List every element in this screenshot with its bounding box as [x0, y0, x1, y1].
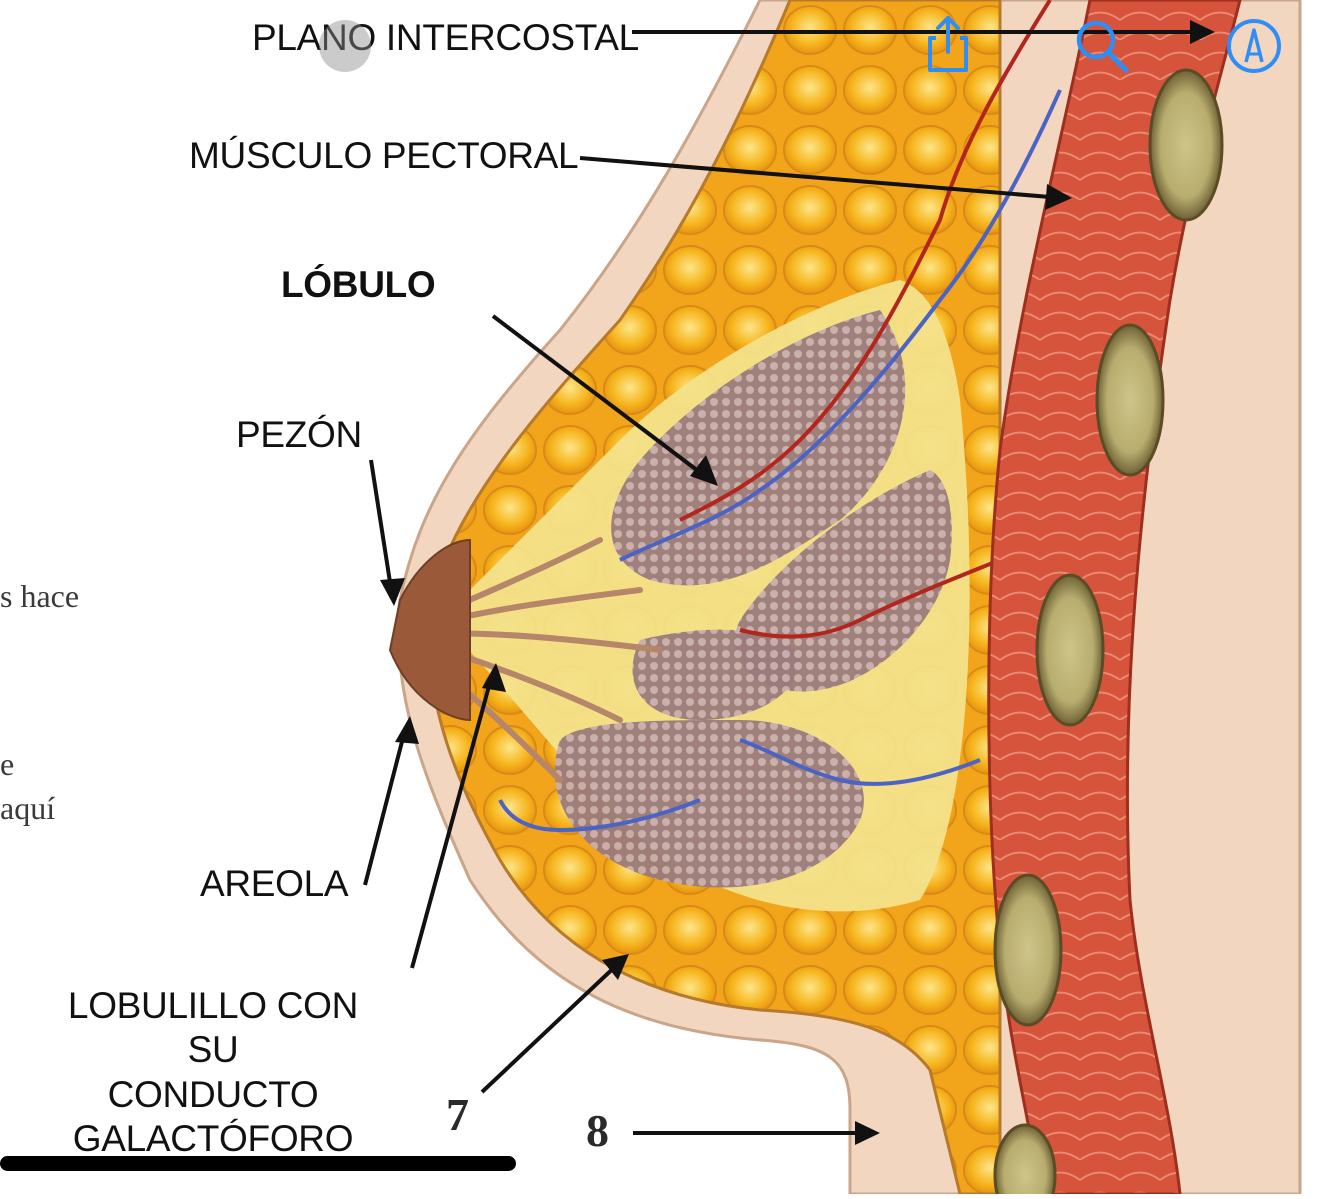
touch-indicator [319, 20, 371, 72]
label-lobulillo: LOBULILLO CON SU CONDUCTO GALACTÓFORO [48, 984, 378, 1162]
label-plano-intercostal: PLANO INTERCOSTAL [252, 16, 639, 60]
label-areola: AREOLA [200, 862, 348, 906]
background-text: e [0, 746, 14, 783]
home-indicator[interactable] [0, 1156, 516, 1171]
background-text: aquí [0, 790, 55, 827]
share-button[interactable] [918, 14, 978, 74]
label-number-8: 8 [586, 1104, 609, 1157]
search-button[interactable] [1072, 16, 1132, 76]
search-icon [1072, 16, 1132, 76]
label-pezon: PEZÓN [236, 413, 362, 457]
label-lobulillo-line1: LOBULILLO CON SU [48, 984, 378, 1073]
label-lobulillo-line2: CONDUCTO [48, 1073, 378, 1117]
markup-button[interactable] [1224, 14, 1284, 74]
label-musculo-pectoral: MÚSCULO PECTORAL [189, 134, 578, 178]
nipple [390, 540, 470, 720]
markup-icon [1224, 14, 1284, 74]
label-number-7: 7 [446, 1088, 469, 1141]
label-lobulo: LÓBULO [281, 263, 435, 307]
background-text: s hace [0, 578, 79, 615]
label-lobulillo-line3: GALACTÓFORO [48, 1117, 378, 1161]
share-icon [918, 14, 978, 74]
